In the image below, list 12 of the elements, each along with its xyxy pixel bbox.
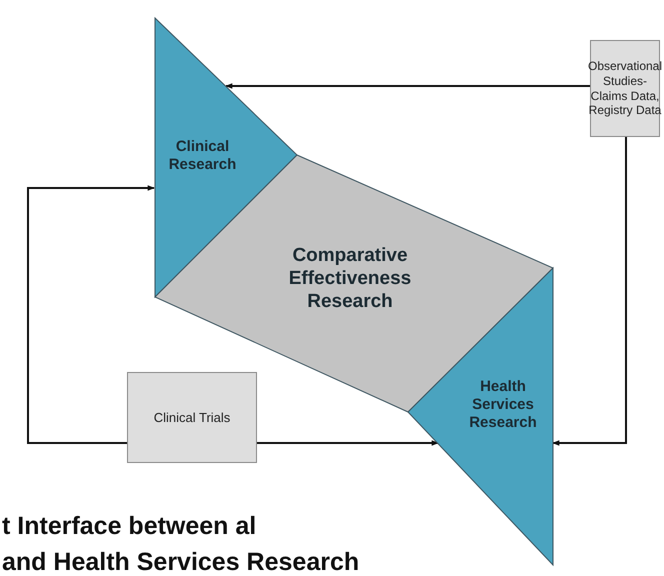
shape-label: Comparative Effectiveness Research	[288, 245, 412, 314]
text-box	[127, 372, 257, 463]
arrow	[225, 83, 590, 89]
box-label: Observational Studies- Claims Data, Registry Data	[591, 58, 659, 120]
arrow	[257, 440, 439, 446]
shape-label: Clinical Research	[168, 138, 238, 174]
title: t Interface between al and Health Services Research	[2, 511, 360, 576]
text-box	[590, 40, 660, 137]
arrow	[27, 185, 155, 444]
arrow	[552, 137, 627, 446]
shape-label: Health Services Research	[468, 378, 538, 432]
box-label: Clinical Trials	[152, 408, 232, 427]
